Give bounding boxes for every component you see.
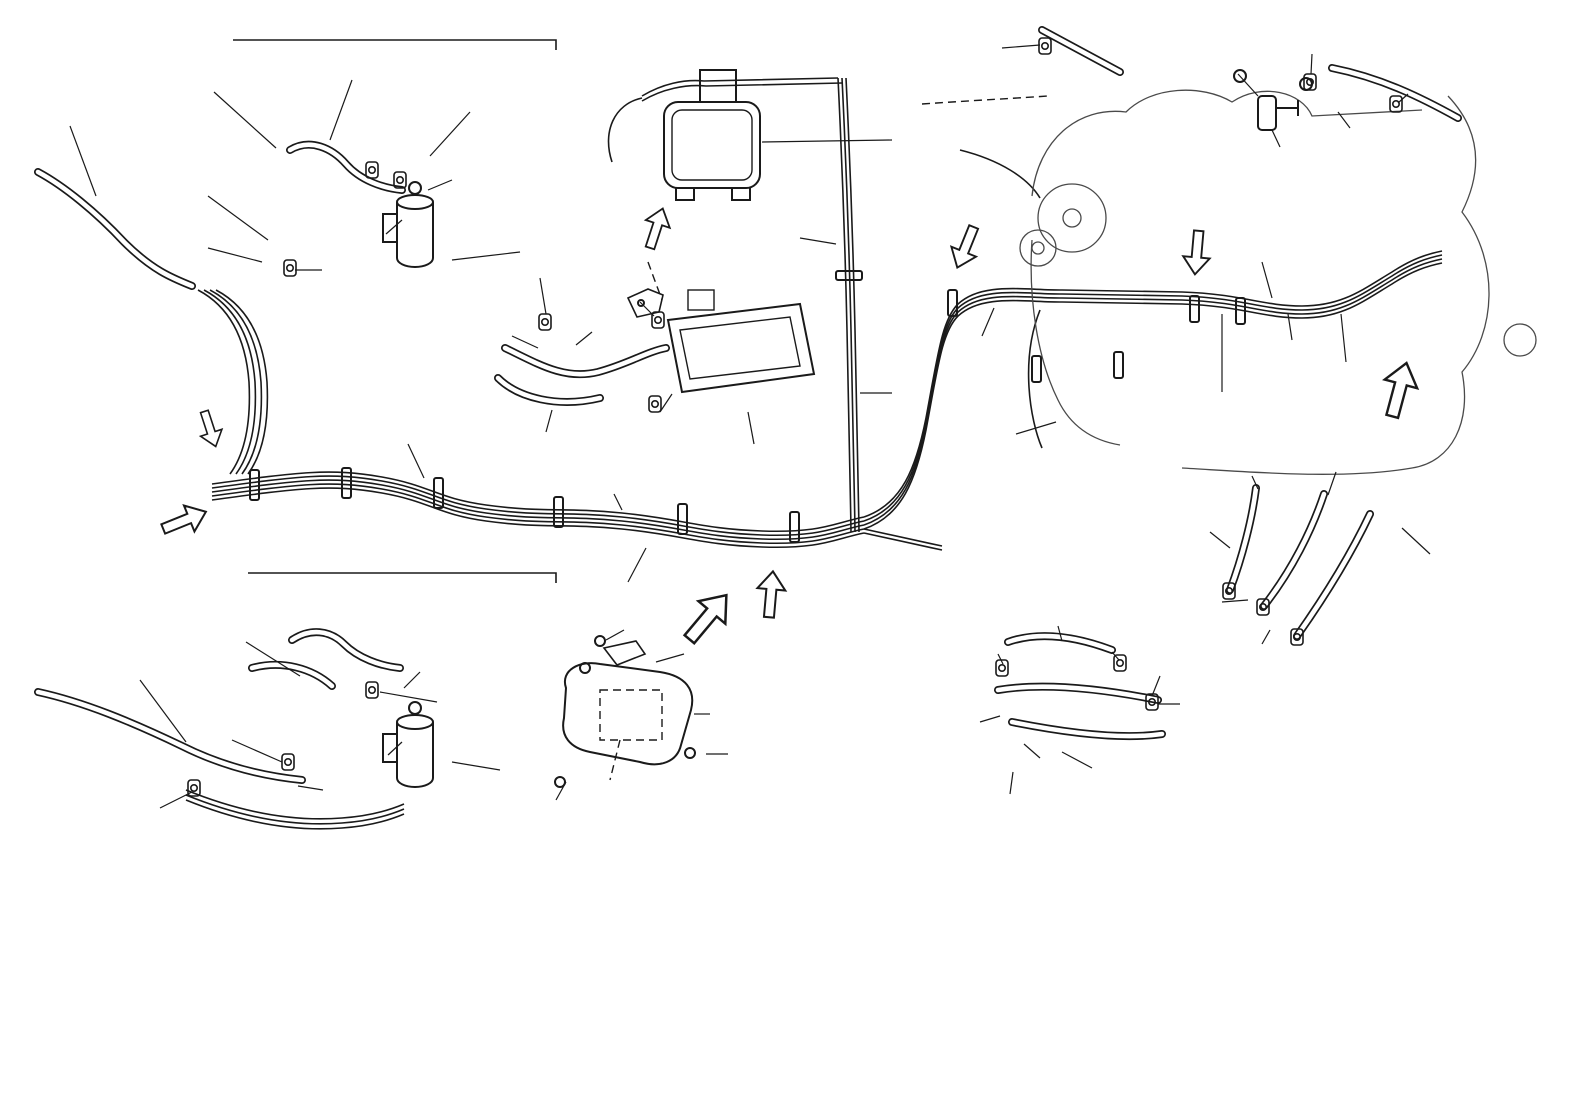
legend-row-jp [726,760,734,791]
legend [726,760,734,823]
legend-row-en [726,791,734,822]
